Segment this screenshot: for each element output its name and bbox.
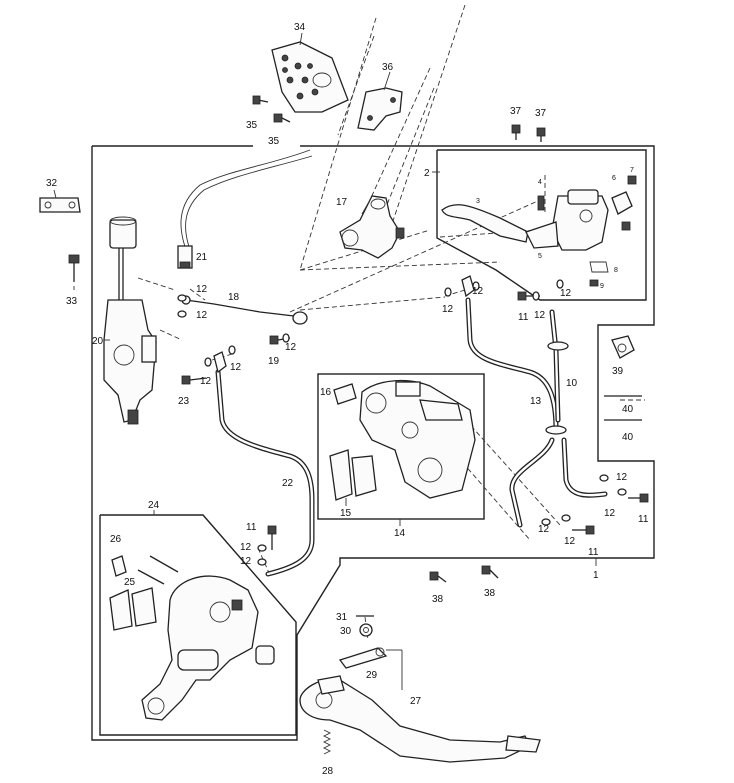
label-12-i: 12 [560, 288, 572, 299]
bolt-11-right [628, 493, 649, 503]
label-26: 26 [110, 534, 122, 545]
label-37-b: 37 [535, 108, 547, 119]
label-38-right: 38 [484, 588, 496, 599]
label-8: 8 [614, 267, 618, 274]
label-38-left: 38 [432, 594, 444, 605]
label-30: 30 [340, 626, 352, 637]
label-1: 1 [593, 570, 599, 581]
main-assembly-outline [91, 145, 655, 741]
rear-master-cylinder-icon [39, 197, 157, 425]
label-40-b: 40 [622, 432, 634, 443]
label-12-k: 12 [240, 556, 252, 567]
label-12-o: 12 [616, 472, 628, 483]
label-12-j: 12 [240, 542, 252, 553]
bolt-38-right [481, 565, 499, 579]
label-22: 22 [282, 478, 294, 489]
label-9: 9 [600, 283, 604, 290]
front-caliper-box [317, 373, 485, 520]
label-40-a: 40 [622, 404, 634, 415]
label-12-b: 12 [196, 310, 208, 321]
label-23: 23 [178, 396, 190, 407]
label-36: 36 [382, 62, 394, 73]
label-12-d: 12 [230, 362, 242, 373]
label-28: 28 [322, 766, 334, 777]
label-6: 6 [612, 175, 616, 182]
brake-light-switch [177, 149, 313, 269]
label-29: 29 [366, 670, 378, 681]
label-27: 27 [410, 696, 422, 707]
label-11-upper: 11 [518, 312, 529, 323]
label-33: 33 [66, 296, 78, 307]
label-16: 16 [320, 387, 332, 398]
label-3: 3 [476, 198, 480, 205]
bolt-11-lower [572, 525, 595, 535]
label-11-left: 11 [246, 522, 257, 533]
label-5: 5 [538, 253, 542, 260]
label-35-lower: 35 [268, 136, 280, 147]
label-10: 10 [566, 378, 578, 389]
rear-brake-caliper-icon [109, 555, 275, 721]
label-12-c: 12 [200, 376, 212, 387]
front-brake-hose-lower [509, 437, 608, 528]
front-brake-caliper-icon [329, 379, 476, 501]
bolt-11-left [267, 525, 277, 550]
bolt-38-left [429, 571, 447, 583]
label-leader-lines [53, 32, 597, 690]
master-cylinder-box [436, 149, 647, 301]
label-11-right: 11 [638, 514, 649, 525]
label-12-m: 12 [564, 536, 576, 547]
label-24: 24 [148, 500, 160, 511]
label-4: 4 [538, 179, 542, 186]
label-37-a: 37 [510, 106, 522, 117]
label-21: 21 [196, 252, 208, 263]
heat-shield-icon [271, 41, 349, 113]
bolt-37-a [511, 124, 521, 140]
label-15: 15 [340, 508, 352, 519]
part-labels: 1 2 3 4 5 6 7 8 9 10 11 11 11 11 12 12 1… [46, 22, 649, 777]
label-31: 31 [336, 612, 348, 623]
copper-washers-12 [177, 279, 627, 566]
label-12-e: 12 [285, 342, 297, 353]
label-2: 2 [424, 168, 430, 179]
return-spring-28 [322, 729, 332, 755]
label-12-n: 12 [604, 508, 616, 519]
label-12-l: 12 [538, 524, 550, 535]
hose-clamp-39 [611, 335, 635, 359]
label-18: 18 [228, 292, 240, 303]
label-19: 19 [268, 356, 280, 367]
mounting-bracket [357, 87, 403, 131]
bolt-35-upper [252, 95, 269, 105]
label-34: 34 [294, 22, 306, 33]
bolt-23 [181, 375, 207, 385]
front-master-cylinder-icon [441, 175, 637, 287]
cable-tie-40 [604, 395, 642, 421]
brake-pedal-icon [299, 647, 541, 763]
label-20: 20 [92, 336, 104, 347]
label-14: 14 [394, 528, 406, 539]
rear-caliper-box [99, 514, 297, 736]
label-17: 17 [336, 197, 348, 208]
front-brake-hose-10 [461, 275, 569, 435]
bolt-37-b [536, 127, 546, 142]
label-25: 25 [124, 577, 136, 588]
label-13: 13 [530, 396, 542, 407]
bolt-33 [68, 254, 80, 282]
label-32: 32 [46, 178, 58, 189]
label-12-f: 12 [442, 304, 454, 315]
brake-hose-joint [339, 195, 405, 259]
label-12-g: 12 [472, 286, 484, 297]
label-12-a: 12 [196, 284, 208, 295]
label-35-upper: 35 [246, 120, 258, 131]
label-11-lower: 11 [588, 547, 599, 558]
pedal-nut-30 [359, 623, 373, 637]
rear-brake-hose-22 [213, 351, 315, 577]
label-7: 7 [630, 167, 634, 174]
label-12-h: 12 [534, 310, 546, 321]
label-39: 39 [612, 366, 624, 377]
bolt-35-lower [273, 113, 291, 123]
